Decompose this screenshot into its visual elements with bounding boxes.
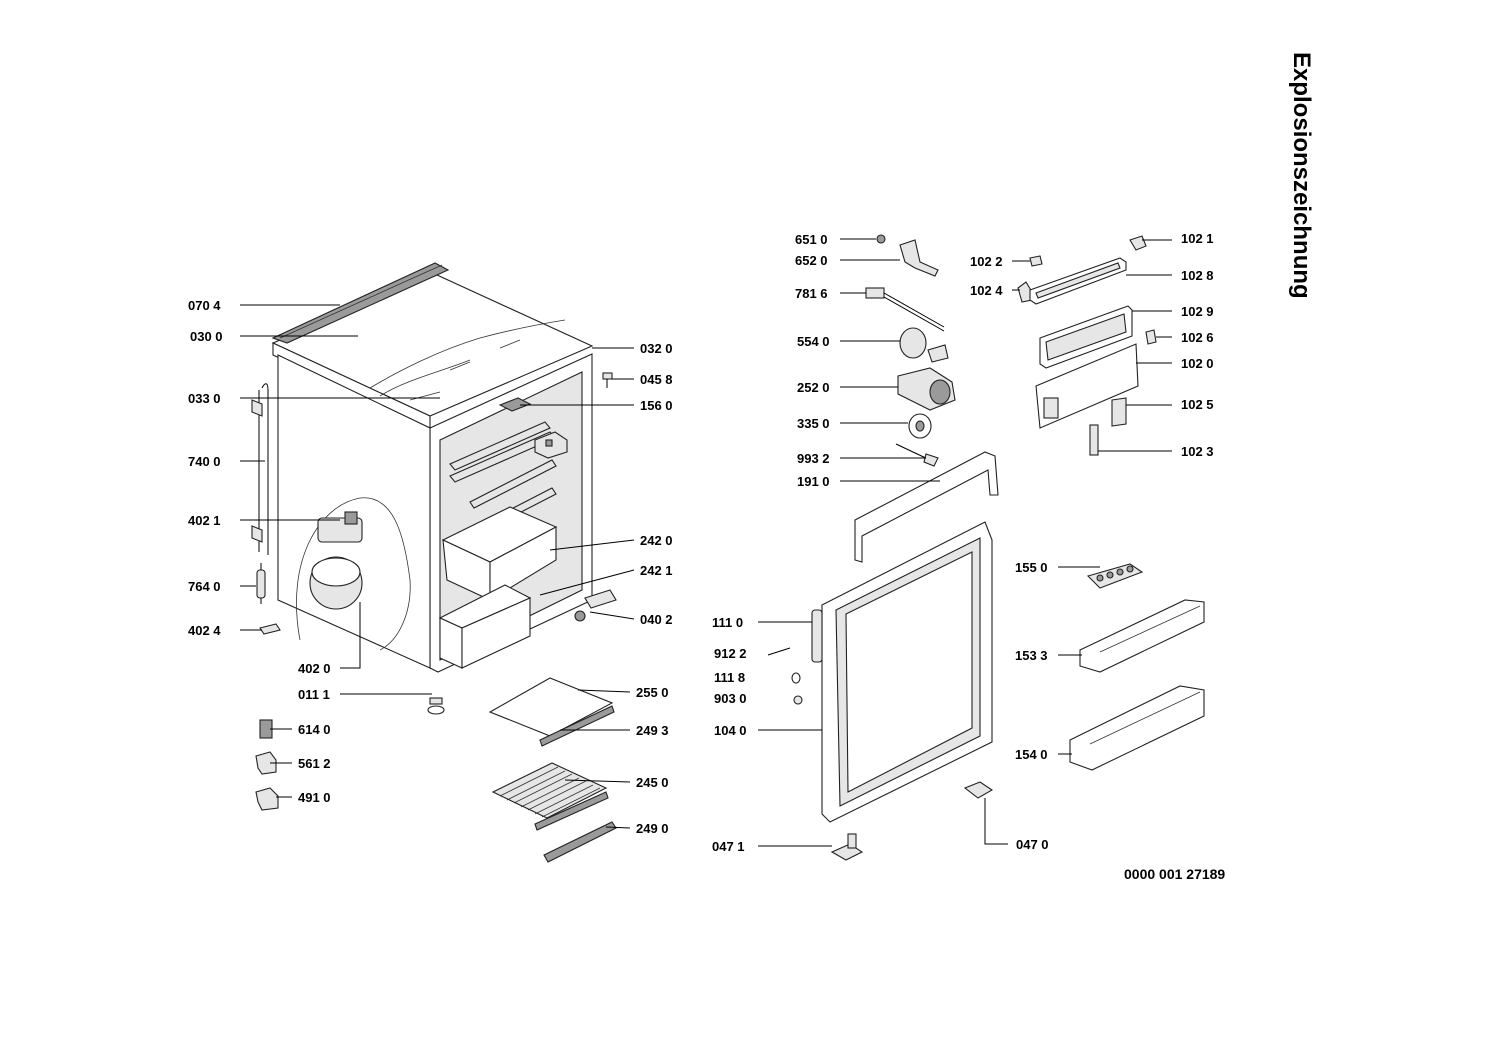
door-drawing (767, 234, 1205, 861)
diagram-title: Explosionszeichnung (1288, 52, 1315, 299)
part-label: 491 0 (298, 790, 331, 805)
part-label: 102 8 (1181, 268, 1214, 283)
part-label: 033 0 (188, 391, 221, 406)
part-label: 740 0 (188, 454, 221, 469)
part-label: 011 1 (298, 687, 330, 702)
part-label: 102 9 (1181, 304, 1214, 319)
part-label: 554 0 (797, 334, 830, 349)
part-label: 102 3 (1181, 444, 1214, 459)
part-label: 614 0 (298, 722, 331, 737)
part-label: 903 0 (714, 691, 747, 706)
part-label: 154 0 (1015, 747, 1048, 762)
part-label: 191 0 (797, 474, 830, 489)
part-label: 252 0 (797, 380, 830, 395)
part-label: 045 8 (640, 372, 673, 387)
part-label: 245 0 (636, 775, 669, 790)
part-label: 047 0 (1016, 837, 1049, 852)
part-label: 402 0 (298, 661, 331, 676)
part-label: 249 0 (636, 821, 669, 836)
part-label: 156 0 (640, 398, 673, 413)
part-label: 070 4 (188, 298, 221, 313)
part-label: 102 4 (970, 283, 1003, 298)
part-label: 402 4 (188, 623, 221, 638)
part-label: 402 1 (188, 513, 221, 528)
part-label: 249 3 (636, 723, 669, 738)
part-labels: 070 4 030 0 033 0 740 0 402 1 764 0 402 … (188, 231, 1214, 854)
part-label: 155 0 (1015, 560, 1048, 575)
part-label: 242 0 (640, 533, 673, 548)
part-label: 993 2 (797, 451, 830, 466)
part-label: 040 2 (640, 612, 673, 627)
part-label: 032 0 (640, 341, 673, 356)
part-label: 047 1 (712, 839, 745, 854)
part-label: 781 6 (795, 286, 828, 301)
part-label: 651 0 (795, 232, 828, 247)
part-label: 652 0 (795, 253, 828, 268)
part-label: 104 0 (714, 723, 747, 738)
document-number: 0000 001 27189 (1124, 866, 1225, 882)
part-label: 153 3 (1015, 648, 1048, 663)
part-label: 111 0 (712, 615, 743, 630)
part-label: 102 5 (1181, 397, 1214, 412)
leader-lines (240, 238, 1172, 847)
part-label: 102 0 (1181, 356, 1214, 371)
part-label: 561 2 (298, 756, 331, 771)
part-label: 242 1 (640, 563, 673, 578)
cabinet-drawing (251, 262, 617, 863)
part-label: 335 0 (797, 416, 830, 431)
part-label: 102 2 (970, 254, 1003, 269)
part-label: 111 8 (714, 670, 745, 685)
part-label: 030 0 (190, 329, 223, 344)
part-label: 764 0 (188, 579, 221, 594)
part-label: 255 0 (636, 685, 669, 700)
part-label: 102 1 (1181, 231, 1214, 246)
part-label: 102 6 (1181, 330, 1214, 345)
part-label: 912 2 (714, 646, 747, 661)
